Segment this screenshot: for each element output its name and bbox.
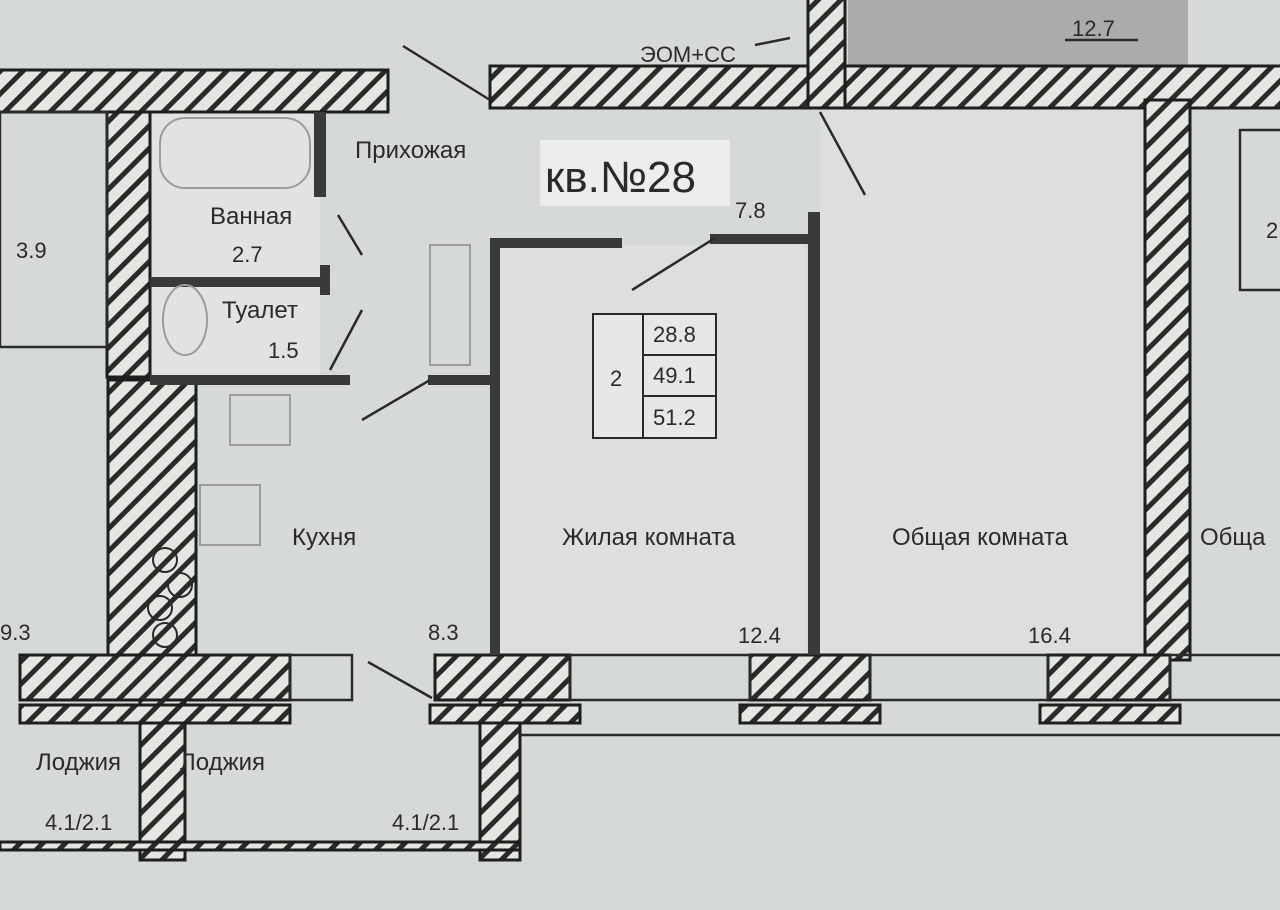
neighbor-room-area: 2 — [1266, 218, 1278, 243]
toilet-area: 1.5 — [268, 338, 299, 363]
fixtures — [147, 117, 471, 648]
total-area-with-loggia: 51.2 — [653, 405, 696, 430]
loggia-left-name: Лоджия — [36, 749, 121, 776]
shaft-label: ЭОМ+СС — [640, 42, 736, 67]
windows — [288, 653, 1280, 737]
toilet-name: Туалет — [222, 297, 298, 324]
bathroom-name: Ванная — [210, 203, 292, 230]
title-background — [540, 140, 730, 206]
sink-icon — [229, 394, 291, 446]
area-table: 2 28.8 49.1 51.2 — [592, 313, 717, 439]
neighbor-room-name: Обща — [1200, 524, 1266, 551]
bedroom-name: Жилая комната — [562, 524, 736, 551]
loggia-left-area: 4.1/2.1 — [45, 810, 112, 835]
kitchen-area: 8.3 — [428, 620, 459, 645]
living-room-name: Общая комната — [892, 524, 1069, 551]
loggia-right-name: Лоджия — [180, 749, 265, 776]
neighbor-area-top — [848, 0, 1188, 66]
neighbor-top-area: 12.7 — [1072, 16, 1115, 41]
rooms-count: 2 — [610, 366, 622, 391]
partitions — [0, 36, 1280, 700]
living-floor — [820, 108, 1145, 655]
bedroom-area: 12.4 — [738, 623, 781, 648]
bathroom-area: 2.7 — [232, 242, 263, 267]
wardrobe-icon — [429, 244, 471, 366]
apartment-title: кв.№28 — [545, 153, 696, 202]
neighbor-kitchen-area: 9.3 — [0, 620, 31, 645]
loggia-right-area: 4.1/2.1 — [392, 810, 459, 835]
hallway-name: Прихожая — [355, 137, 466, 164]
kitchen-name: Кухня — [292, 524, 356, 551]
bathtub-icon — [159, 117, 311, 189]
bedroom-floor — [500, 245, 805, 655]
neighbor-bath-area: 3.9 — [16, 238, 47, 263]
stove-icon — [199, 484, 261, 546]
living-room-area: 16.4 — [1028, 623, 1071, 648]
toilet-icon — [162, 284, 208, 356]
total-area: 49.1 — [653, 363, 696, 388]
bathroom-floor — [150, 112, 320, 377]
living-area: 28.8 — [653, 322, 696, 347]
hallway-area: 7.8 — [735, 198, 766, 223]
walls — [0, 0, 1280, 862]
